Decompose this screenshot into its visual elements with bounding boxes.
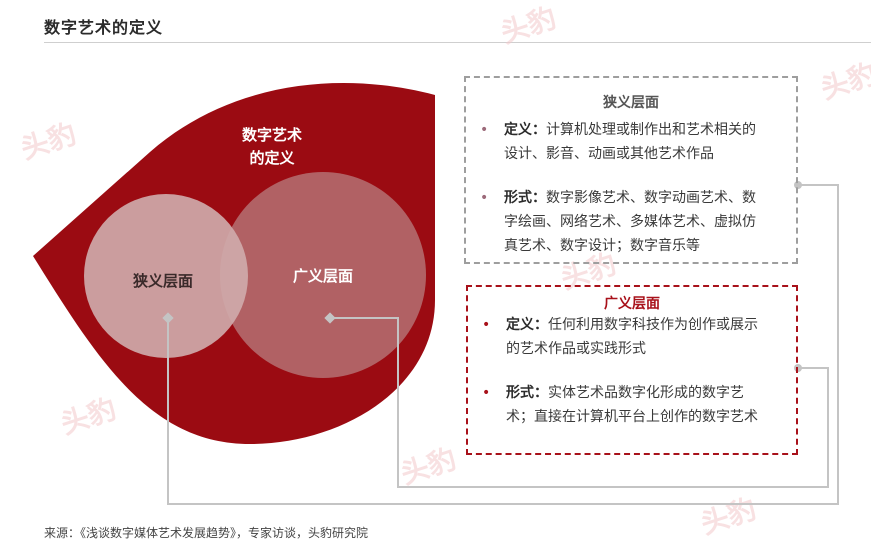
broad-circle bbox=[220, 172, 426, 378]
narrow-circle bbox=[84, 194, 248, 358]
narrow-box-heading: 狭义层面 bbox=[603, 95, 659, 111]
item-text: 计算机处理或制作出和艺术相关的设计、影音、动画或其他艺术作品 bbox=[504, 122, 756, 162]
narrow-definition-item: • 定义：计算机处理或制作出和艺术相关的设计、影音、动画或其他艺术作品 bbox=[476, 118, 766, 166]
center-label-line2: 的定义 bbox=[249, 149, 294, 167]
bullet-icon: • bbox=[482, 317, 491, 333]
item-label: 形式： bbox=[506, 385, 548, 401]
center-label-line1: 数字艺术 bbox=[242, 126, 302, 144]
item-label: 定义： bbox=[504, 122, 546, 138]
narrow-form-item: • 形式：数字影像艺术、数字动画艺术、数字绘画、网络艺术、多媒体艺术、虚拟仿真艺… bbox=[476, 186, 766, 258]
item-label: 形式： bbox=[504, 190, 546, 206]
source-note: 来源：《浅谈数字媒体艺术发展趋势》，专家访谈，头豹研究院 bbox=[44, 526, 369, 540]
broad-box-heading: 广义层面 bbox=[604, 296, 660, 312]
broad-form-item: • 形式：实体艺术品数字化形成的数字艺术；直接在计算机平台上创作的数字艺术 bbox=[478, 381, 768, 429]
narrow-definition-box: 狭义层面 • 定义：计算机处理或制作出和艺术相关的设计、影音、动画或其他艺术作品… bbox=[464, 76, 798, 264]
bullet-icon: • bbox=[480, 122, 489, 138]
narrow-connector-line bbox=[167, 184, 839, 505]
item-text: 数字影像艺术、数字动画艺术、数字绘画、网络艺术、多媒体艺术、虚拟仿真艺术、数字设… bbox=[504, 190, 756, 254]
narrow-circle-label: 狭义层面 bbox=[132, 272, 193, 290]
page-title: 数字艺术的定义 bbox=[44, 18, 164, 37]
title-divider bbox=[44, 42, 871, 43]
item-text: 实体艺术品数字化形成的数字艺术；直接在计算机平台上创作的数字艺术 bbox=[506, 385, 758, 425]
bullet-icon: • bbox=[482, 385, 491, 401]
item-label: 定义： bbox=[506, 317, 548, 333]
broad-connector-line bbox=[330, 317, 829, 488]
broad-definition-item: • 定义：任何利用数字科技作为创作或展示的艺术作品或实践形式 bbox=[478, 313, 768, 361]
connector-dot bbox=[162, 312, 174, 324]
bullet-icon: • bbox=[480, 190, 489, 206]
broad-definition-box: 广义层面 • 定义：任何利用数字科技作为创作或展示的艺术作品或实践形式 • 形式… bbox=[466, 285, 798, 455]
item-text: 任何利用数字科技作为创作或展示的艺术作品或实践形式 bbox=[506, 317, 758, 357]
broad-circle-label: 广义层面 bbox=[293, 267, 353, 285]
connector-dot bbox=[324, 312, 336, 324]
